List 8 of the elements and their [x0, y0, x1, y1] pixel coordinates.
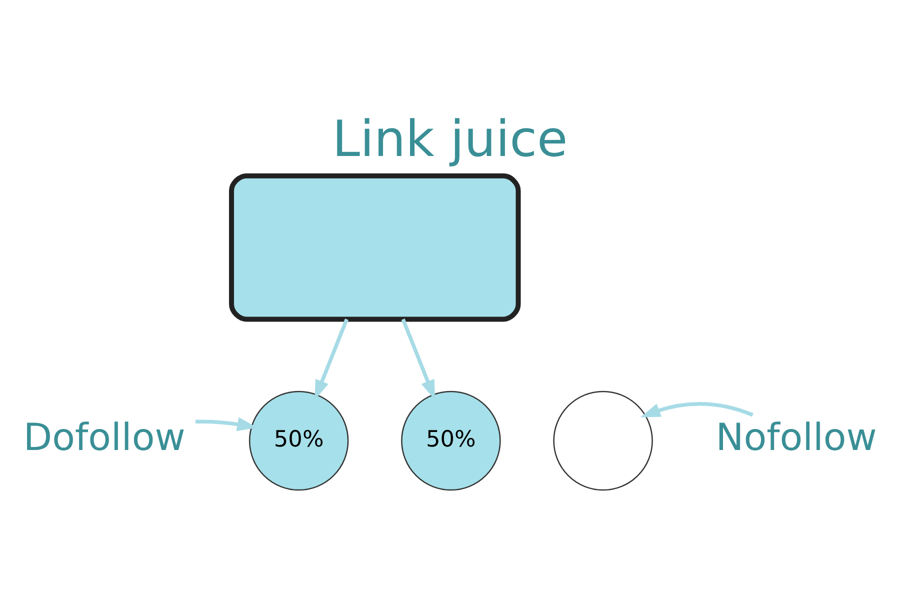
node-box — [229, 172, 521, 322]
node-text: Dofollow — [23, 414, 186, 459]
arrow — [640, 402, 754, 417]
node-text: Nofollow — [716, 414, 877, 459]
node-circle — [553, 390, 653, 490]
node-circle: 50% — [248, 390, 349, 490]
node-circle: 50% — [401, 390, 501, 490]
diagram-title: Link juice — [332, 109, 568, 168]
